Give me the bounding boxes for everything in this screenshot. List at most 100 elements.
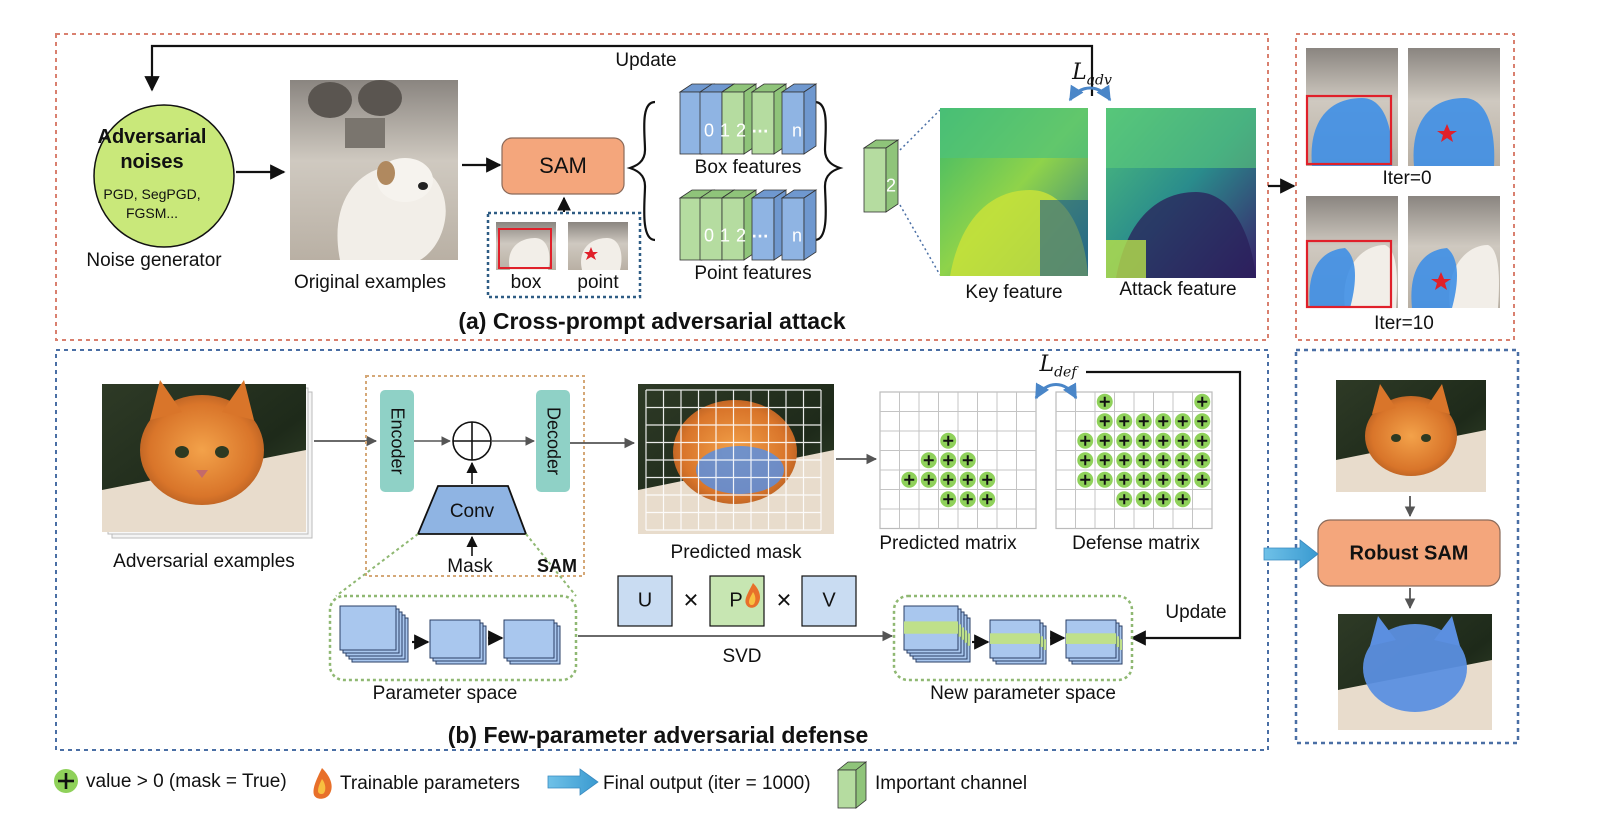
- plus-cell: [959, 452, 976, 469]
- loss-adv-curve: [1068, 84, 1112, 102]
- plus-cell: [940, 471, 957, 488]
- plus-cell: [920, 471, 937, 488]
- zoom-line-param-left: [335, 533, 419, 597]
- plus-cell: [1174, 452, 1191, 469]
- decoder-label: Decoder: [543, 406, 564, 476]
- noise-methods-line1: PGD, SegPGD,: [103, 186, 201, 202]
- robust-output-image: [1338, 614, 1492, 730]
- plus-cell: [979, 471, 996, 488]
- p-matrix-box: [709, 575, 765, 627]
- result-iter0-box: [1305, 48, 1398, 166]
- plus-cell: [1116, 413, 1133, 430]
- robust-sam-label: Robust SAM: [1349, 542, 1469, 565]
- noise-generator-caption: Noise generator: [86, 250, 222, 271]
- iter10-label: Iter=10: [1374, 313, 1434, 334]
- plus-cell: [1135, 452, 1152, 469]
- noise-generator-circle: [93, 104, 235, 248]
- predicted-mask-caption: Predicted mask: [670, 542, 802, 563]
- conv-label: Conv: [449, 501, 495, 522]
- brace-left: [626, 100, 656, 242]
- plus-cell: [940, 452, 957, 469]
- iter0-label: Iter=0: [1382, 168, 1432, 189]
- point-features-stack: [678, 189, 818, 261]
- original-examples-caption: Original examples: [293, 272, 447, 293]
- original-example-image: [290, 80, 458, 260]
- legend-plus-text: value > 0 (mask = True): [86, 771, 287, 792]
- plus-cell: [1116, 452, 1133, 469]
- legend-flame-icon: [313, 768, 332, 799]
- plus-cell: [940, 491, 957, 508]
- predicted-matrix-caption: Predicted matrix: [879, 533, 1017, 554]
- update-label-a: Update: [615, 50, 677, 71]
- plus-cell: [1135, 413, 1152, 430]
- panel-b-title: (b) Few-parameter adversarial defense: [447, 722, 869, 748]
- parameter-space-frame: [328, 594, 578, 682]
- predicted-matrix: [879, 391, 1037, 530]
- plus-cell: [1155, 471, 1172, 488]
- plus-cell: [1135, 491, 1152, 508]
- update-loop-b-arrow: [1086, 370, 1242, 646]
- param-space-caption: Parameter space: [372, 683, 518, 704]
- important-channel-index: 2: [885, 175, 897, 196]
- box-features-stack: [678, 83, 818, 155]
- plus-cell: [1174, 471, 1191, 488]
- new-parameter-space-stacks: [903, 605, 1123, 665]
- legend-plus-icon: [54, 769, 78, 793]
- legend-flame-text: Trainable parameters: [340, 773, 520, 794]
- attack-feature-caption: Attack feature: [1119, 279, 1237, 300]
- prompt-point-label: point: [577, 272, 619, 293]
- prompt-frame: [486, 211, 642, 299]
- loss-def-label: Ldef: [1039, 352, 1077, 381]
- plus-cell: [1096, 452, 1113, 469]
- sam-module-frame: [365, 375, 585, 577]
- plus-cell: [1194, 413, 1211, 430]
- plus-cell: [959, 491, 976, 508]
- plus-cell: [901, 471, 918, 488]
- loss-adv-label: Ladv: [1072, 60, 1112, 89]
- noise-title-line1: Adversarial: [97, 126, 207, 148]
- results-b-frame: [1294, 348, 1520, 745]
- plus-cell: [1135, 471, 1152, 488]
- plus-cell: [1077, 471, 1094, 488]
- mask-label: Mask: [447, 556, 493, 577]
- panel-a-title: (a) Cross-prompt adversarial attack: [458, 308, 846, 334]
- box-channel-0: 0: [703, 120, 715, 141]
- plus-cell: [1155, 432, 1172, 449]
- result-iter10-box: [1305, 196, 1398, 309]
- new-parameter-space-frame: [892, 594, 1134, 682]
- u-matrix-box: [617, 575, 673, 627]
- adv-examples-caption: Adversarial examples: [113, 551, 295, 572]
- plus-cell: [1174, 491, 1191, 508]
- plus-cell: [1174, 413, 1191, 430]
- noise-methods-line2: FGSM...: [125, 205, 179, 221]
- plus-cell: [1155, 452, 1172, 469]
- point-channel-0: 0: [703, 225, 715, 246]
- plus-cell: [1155, 491, 1172, 508]
- sam-module-label: SAM: [537, 556, 577, 576]
- box-channel-ellipsis: …: [751, 116, 769, 137]
- point-channel-ellipsis: …: [751, 221, 769, 242]
- update-label-b: Update: [1165, 602, 1227, 623]
- sam-label: SAM: [539, 153, 587, 178]
- plus-cell: [1174, 432, 1191, 449]
- plus-cell: [1096, 393, 1113, 410]
- plus-cell: [940, 432, 957, 449]
- attack-feature-map: [1106, 108, 1256, 278]
- legend-arrow-text: Final output (iter = 1000): [603, 773, 811, 794]
- encoder-block: [380, 390, 414, 492]
- new-param-space-caption: New parameter space: [930, 683, 1116, 704]
- panel-a-frame: [55, 33, 1269, 341]
- u-label: U: [637, 589, 653, 612]
- noise-title-line2: noises: [120, 151, 184, 173]
- predicted-mask-grid: [645, 389, 822, 531]
- legend-arrow-icon: [547, 768, 599, 796]
- zoom-line-top: [899, 109, 941, 151]
- result-iter0-point: [1408, 48, 1500, 166]
- times-2: ×: [776, 584, 792, 615]
- plus-cell: [1155, 413, 1172, 430]
- plus-cell: [1116, 491, 1133, 508]
- decoder-block: [536, 390, 570, 492]
- legend-channel-icon: [836, 761, 868, 809]
